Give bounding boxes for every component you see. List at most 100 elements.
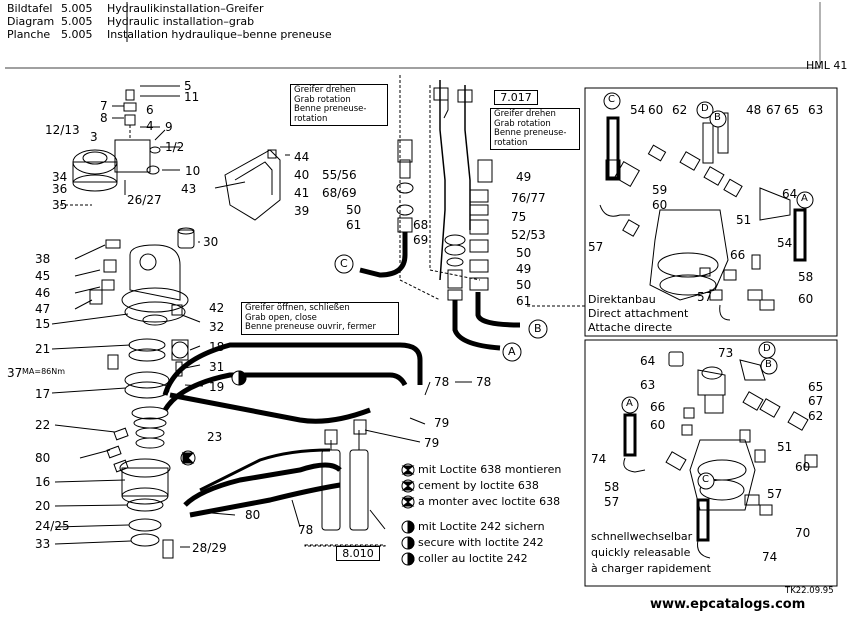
part-number: 60 [650,418,666,432]
part-number: 12/13 [45,123,80,137]
part-number: 79 [434,416,450,430]
legend-242-fr: coller au loctite 242 [418,552,528,565]
part-number: 60 [798,292,814,306]
part-number: 74 [591,452,607,466]
callout-line: Grab rotation [294,94,351,105]
torque-label: MA=86Nm [22,367,66,376]
part-number: 68 [413,218,429,232]
legend-242-en: secure with loctite 242 [418,536,544,549]
part-number: 58 [604,480,620,494]
part-number: 52/53 [511,228,546,242]
callout-line: Greifer öffnen, schließen [245,303,350,313]
part-number: 51 [777,440,793,454]
callout-line: Greifer drehen [494,109,556,119]
part-number: 50 [516,246,532,260]
part-number: 36 [52,182,68,196]
part-number: 57 [588,240,604,254]
callout-line: Benne preneuse- [494,128,567,138]
part-number: 63 [640,378,656,392]
part-number: 4 [146,119,154,133]
ref-box-bottom: 8.010 [336,546,380,561]
callout-line: Benne preneuse- [294,104,367,114]
part-number: 65 [784,103,800,117]
part-number: 3 [90,130,98,144]
quick-label-de: schnellwechselbar [591,530,693,543]
letter-a-quick: A [626,398,633,409]
quick-label-en: quickly releasable [591,546,691,559]
letter-a-right: A [801,193,808,204]
part-number: 80 [35,451,51,465]
part-number: 58 [798,270,814,284]
letter-c-left: C [340,257,348,270]
part-number: 45 [35,269,51,283]
header-label: Planche [7,28,51,41]
part-number: 43 [181,182,197,196]
part-number: 65 [808,380,824,394]
header-code: 5.005 [61,15,93,28]
header-label: Diagram [7,15,55,28]
part-number: 60 [648,103,664,117]
part-number: 68/69 [322,186,357,200]
direct-label-de: Direktanbau [588,293,656,306]
part-number: 28/29 [192,541,227,555]
part-number: 5 [184,79,192,93]
part-number: 73 [718,346,734,360]
part-number: 32 [209,320,225,334]
part-number: 24/25 [35,519,70,533]
part-number: 37 [7,366,23,380]
callout-grab-rotation: Greifer drehen Grab rotation Benne prene… [290,84,388,126]
part-number: 20 [35,499,51,513]
part-number: 42 [209,301,225,315]
letter-a-center: A [508,345,516,358]
part-number: 49 [516,170,532,184]
part-number: 57 [604,495,620,509]
part-number: 9 [165,120,173,134]
legend-638-en: cement by loctite 638 [418,479,539,492]
part-number: 40 [294,168,310,182]
callout-line: rotation [494,137,528,148]
letter-d-right: D [701,103,709,114]
part-number: 26/27 [127,193,162,207]
part-number: 75 [511,210,527,224]
callout-grab-open-close: Greifer öffnen, schließen Grab open, clo… [241,302,399,335]
part-number: 1/2 [165,140,185,154]
callout-line: Greifer drehen [294,85,356,95]
part-number: 54 [630,103,646,117]
part-number: 66 [650,400,666,414]
part-number: 11 [184,90,200,104]
part-number: 50 [516,278,532,292]
part-number: 18 [209,340,225,354]
part-number: 23 [207,430,223,444]
part-number: 8 [100,111,108,125]
part-number: 10 [185,164,201,178]
callout-line: Grab open, close [245,312,317,323]
quick-label-fr: à charger rapidement [591,562,711,575]
part-number: 70 [795,526,811,540]
part-number: 67 [808,394,824,408]
footer-code: TK22.09.95 [785,586,834,596]
callout-line: Benne preneuse ouvrir, fermer [245,322,377,332]
part-number: 64 [640,354,656,368]
callout-grab-rotation-right: Greifer drehen Grab rotation Benne prene… [490,108,580,150]
watermark: www.epcatalogs.com [650,597,806,612]
part-number: 66 [730,248,746,262]
part-number: 30 [203,235,219,249]
header-code: 5.005 [61,28,93,41]
part-number: 62 [672,103,688,117]
part-number: 57 [767,487,783,501]
letter-d-quick: D [763,343,771,354]
legend-638-fr: a monter avec loctite 638 [418,495,561,508]
callout-line: rotation [294,113,328,124]
part-number: 76/77 [511,191,546,205]
letter-b-quick: B [765,359,772,370]
callout-line: Grab rotation [494,118,551,129]
direct-label-fr: Attache directe [588,321,673,334]
letter-c-right: C [608,94,615,105]
part-number: 50 [346,203,362,217]
part-number: 44 [294,150,310,164]
part-number: 51 [736,213,752,227]
part-number: 46 [35,286,51,300]
